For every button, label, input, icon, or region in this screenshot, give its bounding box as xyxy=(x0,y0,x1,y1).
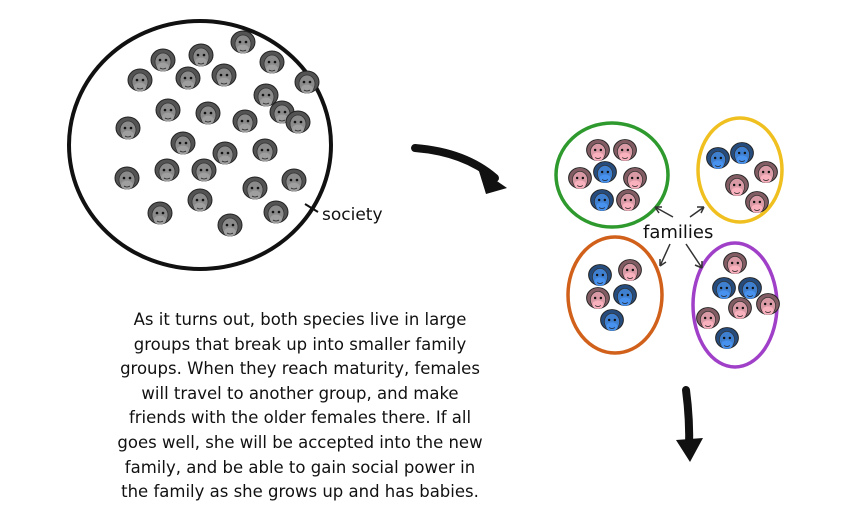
orange-family xyxy=(566,235,664,355)
caption-line: goes well, she will be accepted into the… xyxy=(117,432,483,452)
monkey-face-icon xyxy=(730,142,754,164)
monkey-face-icon xyxy=(115,116,141,140)
caption-line: the family as she grows up and has babie… xyxy=(121,482,479,502)
family-ring xyxy=(554,121,670,229)
monkey-face-icon xyxy=(263,200,289,224)
monkey-face-icon xyxy=(127,68,153,92)
families-pointer-arrows xyxy=(654,206,705,269)
monkey-face-icon xyxy=(114,166,140,190)
family-ring xyxy=(566,235,664,355)
yellow-family xyxy=(696,116,784,224)
monkey-face-icon xyxy=(253,83,279,107)
monkey-face-icon xyxy=(230,30,256,54)
families-label: families xyxy=(643,222,713,243)
monkey-face-icon xyxy=(212,141,238,165)
monkey-face-icon xyxy=(712,277,736,299)
monkey-face-icon xyxy=(175,66,201,90)
monkey-face-icon xyxy=(590,189,614,211)
monkey-face-icon xyxy=(217,213,243,237)
monkey-face-icon xyxy=(588,264,612,286)
monkey-face-icon xyxy=(285,110,311,134)
monkey-face-icon xyxy=(281,168,307,192)
arrowhead-icon xyxy=(478,168,507,194)
monkey-face-icon xyxy=(191,158,217,182)
family-ring xyxy=(696,116,784,224)
society-label: society xyxy=(322,205,383,225)
monkey-face-icon xyxy=(593,161,617,183)
monkey-face-icon xyxy=(211,63,237,87)
monkey-face-icon xyxy=(586,139,610,161)
monkey-face-icon xyxy=(745,191,769,213)
monkey-face-icon xyxy=(616,189,640,211)
monkey-face-icon xyxy=(756,293,780,315)
monkey-face-icon xyxy=(586,287,610,309)
arrow-to-yellow-family xyxy=(689,206,705,218)
arrow-to-green-family xyxy=(654,206,674,218)
monkey-face-icon xyxy=(618,259,642,281)
monkey-face-icon xyxy=(252,138,278,162)
monkey-face-icon xyxy=(170,131,196,155)
caption-line: As it turns out, both species live in la… xyxy=(133,310,467,329)
monkey-face-icon xyxy=(187,188,213,212)
monkey-face-icon xyxy=(242,176,268,200)
caption-line: will travel to another group, and make xyxy=(141,383,459,403)
monkey-face-icon xyxy=(195,101,221,125)
monkey-face-icon xyxy=(725,174,749,196)
monkey-face-icon xyxy=(706,147,730,169)
society-pointer xyxy=(304,203,319,213)
monkey-face-icon xyxy=(259,50,285,74)
arrowhead-down-icon xyxy=(676,438,703,462)
green-family xyxy=(554,121,670,229)
monkey-face-icon xyxy=(568,167,592,189)
monkey-face-icon xyxy=(600,309,624,331)
arrow-to-orange-family xyxy=(659,243,671,267)
transition-arrow-right xyxy=(411,144,499,182)
caption-text: As it turns out, both species live in la… xyxy=(70,308,530,505)
monkey-face-icon xyxy=(154,158,180,182)
caption-line: groups that break up into smaller family xyxy=(133,334,467,354)
monkey-face-icon xyxy=(715,327,739,349)
caption-line: groups. When they reach maturity, female… xyxy=(120,359,480,379)
society-members xyxy=(114,30,320,237)
monkey-face-icon xyxy=(147,201,173,225)
monkey-face-icon xyxy=(613,284,637,306)
monkey-face-icon xyxy=(696,307,720,329)
monkey-face-icon xyxy=(738,277,762,299)
family-groups xyxy=(554,116,784,369)
monkey-face-icon xyxy=(150,48,176,72)
monkey-face-icon xyxy=(613,139,637,161)
caption-line: family, and be able to gain social power… xyxy=(124,457,476,477)
purple-family xyxy=(691,241,780,369)
society-boundary xyxy=(67,19,333,271)
caption-line: friends with the older females there. If… xyxy=(128,408,472,428)
monkey-face-icon xyxy=(294,70,320,94)
monkey-face-icon xyxy=(232,109,258,133)
monkey-face-icon xyxy=(155,98,181,122)
monkey-face-icon xyxy=(754,161,778,183)
arrow-to-purple-family xyxy=(685,243,703,269)
monkey-face-icon xyxy=(728,297,752,319)
monkey-face-icon xyxy=(623,167,647,189)
monkey-face-icon xyxy=(188,43,214,67)
monkey-face-icon xyxy=(723,252,747,274)
